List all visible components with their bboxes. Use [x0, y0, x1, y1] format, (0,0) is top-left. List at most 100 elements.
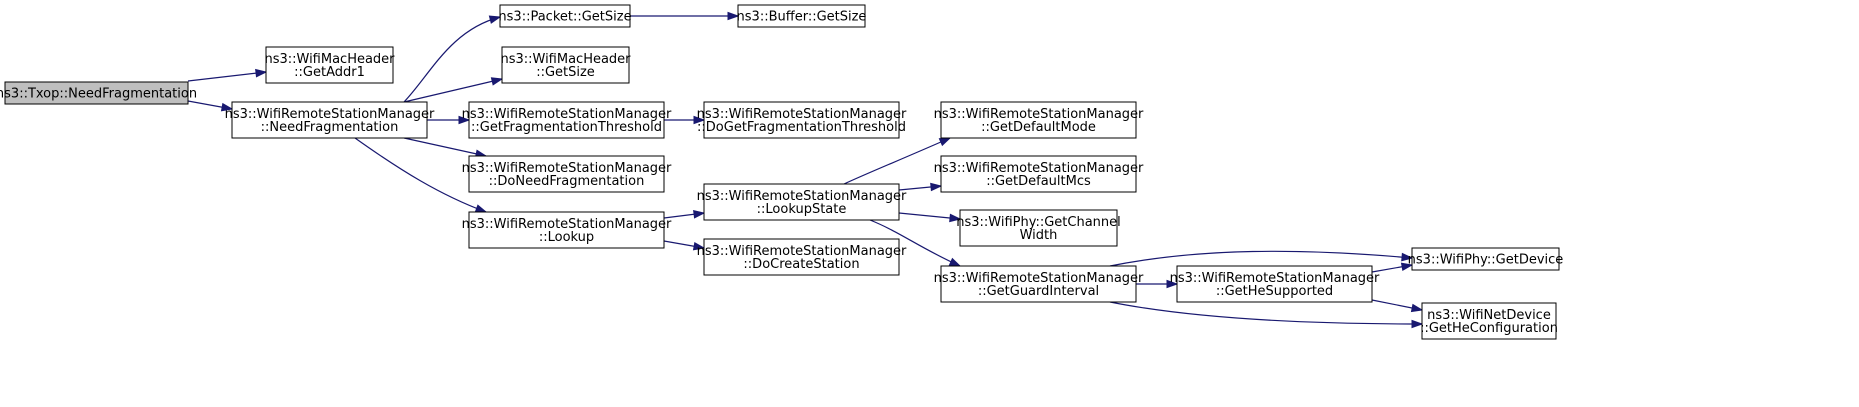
- node-label: Width: [1020, 228, 1058, 243]
- node-label: ns3::WifiRemoteStationManager: [697, 107, 907, 122]
- node-n8[interactable]: ns3::Buffer::GetSize: [737, 4, 867, 28]
- edge-n2-n4: [403, 77, 504, 103]
- node-label: ns3::Packet::GetSize: [498, 10, 631, 25]
- node-label: ns3::WifiRemoteStationManager: [697, 244, 907, 259]
- node-label: ::DoGetFragmentationThreshold: [697, 120, 906, 135]
- node-label: ns3::WifiRemoteStationManager: [934, 107, 1144, 122]
- node-n11[interactable]: ns3::WifiRemoteStationManager::DoCreateS…: [697, 238, 907, 276]
- edge-arrowhead: [693, 210, 706, 219]
- edge-arrowhead: [1400, 262, 1414, 272]
- node-n0[interactable]: ns3::Txop::NeedFragmentation: [0, 81, 197, 105]
- edge-n15-n17: [1109, 250, 1414, 267]
- edge-n15-n16: [1136, 279, 1179, 289]
- node-label: ::DoCreateStation: [743, 257, 859, 272]
- edge-arrowhead: [948, 257, 962, 267]
- edge-n16-n17: [1371, 262, 1414, 273]
- node-label: ns3::WifiRemoteStationManager: [934, 161, 1144, 176]
- node-box: [703, 101, 900, 139]
- node-n6[interactable]: ns3::WifiRemoteStationManager::DoNeedFra…: [462, 155, 672, 193]
- node-label: ::Lookup: [539, 230, 594, 245]
- node-label: ns3::WifiRemoteStationManager: [934, 271, 1144, 286]
- node-n16[interactable]: ns3::WifiRemoteStationManager::GetHeSupp…: [1170, 265, 1380, 303]
- edge-n5-n9: [664, 115, 706, 125]
- edge-n7-n11: [663, 240, 706, 251]
- node-box: [501, 46, 630, 84]
- node-label: ::GetAddr1: [294, 65, 365, 80]
- edge-n10-n14: [898, 212, 962, 223]
- edge-line: [869, 219, 961, 267]
- node-box: [1411, 247, 1560, 271]
- node-box: [703, 238, 900, 276]
- node-label: ::DoNeedFragmentation: [489, 174, 645, 189]
- edge-arrowhead: [490, 77, 504, 86]
- edge-n2-n5: [427, 115, 471, 125]
- node-n5[interactable]: ns3::WifiRemoteStationManager::GetFragme…: [462, 101, 672, 139]
- node-n4[interactable]: ns3::WifiMacHeader::GetSize: [500, 46, 631, 84]
- edge-line: [403, 137, 487, 157]
- edge-arrowhead: [1411, 319, 1424, 329]
- node-label: ns3::WifiMacHeader: [500, 52, 631, 67]
- edge-n0-n1: [187, 68, 268, 82]
- node-label: ns3::WifiRemoteStationManager: [462, 217, 672, 232]
- edge-arrowhead: [488, 15, 502, 24]
- node-n7[interactable]: ns3::WifiRemoteStationManager::Lookup: [462, 211, 672, 249]
- node-box: [265, 46, 394, 84]
- node-n15[interactable]: ns3::WifiRemoteStationManager::GetGuardI…: [934, 265, 1144, 303]
- node-label: ::GetSize: [536, 65, 595, 80]
- node-n12[interactable]: ns3::WifiRemoteStationManager::GetDefaul…: [934, 101, 1144, 139]
- edge-n10-n12: [843, 137, 952, 185]
- edge-arrowhead: [1166, 279, 1179, 289]
- node-n18[interactable]: ns3::WifiNetDevice::GetHeConfiguration: [1420, 302, 1558, 340]
- node-n9[interactable]: ns3::WifiRemoteStationManager::DoGetFrag…: [697, 101, 907, 139]
- node-n3[interactable]: ns3::Packet::GetSize: [498, 4, 632, 28]
- edge-arrowhead: [220, 102, 234, 112]
- node-label: ns3::WifiRemoteStationManager: [462, 161, 672, 176]
- node-label: ns3::WifiRemoteStationManager: [225, 107, 435, 122]
- node-n17[interactable]: ns3::WifiPhy::GetDevice: [1408, 247, 1564, 271]
- edge-line: [354, 137, 487, 213]
- node-n10[interactable]: ns3::WifiRemoteStationManager::LookupSta…: [697, 183, 907, 221]
- node-label: ns3::WifiRemoteStationManager: [697, 189, 907, 204]
- node-box: [468, 211, 665, 249]
- node-label: ::GetHeSupported: [1216, 284, 1333, 299]
- node-label: ns3::Txop::NeedFragmentation: [0, 87, 197, 102]
- node-label: ::GetDefaultMode: [981, 120, 1096, 135]
- node-label: ns3::WifiRemoteStationManager: [1170, 271, 1380, 286]
- node-box: [499, 4, 631, 28]
- node-label: ::GetGuardInterval: [978, 284, 1099, 299]
- edge-n10-n15: [869, 219, 962, 267]
- node-n2[interactable]: ns3::WifiRemoteStationManager::NeedFragm…: [225, 101, 435, 139]
- edge-line: [403, 78, 503, 103]
- edge-line: [1109, 301, 1423, 325]
- edge-n2-n3: [403, 15, 502, 103]
- edge-n0-n2: [187, 100, 234, 112]
- edge-line: [1109, 250, 1413, 267]
- edge-n16-n18: [1371, 299, 1424, 313]
- edge-arrowhead: [692, 241, 706, 251]
- node-box: [940, 101, 1137, 139]
- call-edges: [187, 11, 1424, 329]
- node-label: ns3::WifiPhy::GetChannel: [956, 215, 1121, 230]
- edge-arrowhead: [727, 11, 740, 21]
- edge-n2-n6: [403, 137, 488, 158]
- node-label: ns3::WifiRemoteStationManager: [462, 107, 672, 122]
- node-box: [1421, 302, 1557, 340]
- node-box: [1176, 265, 1373, 303]
- node-label: ns3::Buffer::GetSize: [737, 10, 867, 25]
- edge-arrowhead: [474, 204, 488, 213]
- edge-arrowhead: [255, 68, 268, 78]
- node-box: [4, 81, 189, 105]
- node-box: [468, 155, 665, 193]
- node-label: ::GetHeConfiguration: [1420, 321, 1558, 336]
- edge-arrowhead: [693, 115, 706, 125]
- node-n1[interactable]: ns3::WifiMacHeader::GetAddr1: [264, 46, 395, 84]
- edge-arrowhead: [458, 115, 471, 125]
- edge-n3-n8: [630, 11, 740, 21]
- node-box: [959, 209, 1118, 247]
- node-label: ns3::WifiNetDevice: [1427, 308, 1551, 323]
- node-label: ::NeedFragmentation: [261, 120, 399, 135]
- edge-arrowhead: [930, 182, 943, 192]
- node-n13[interactable]: ns3::WifiRemoteStationManager::GetDefaul…: [934, 155, 1144, 193]
